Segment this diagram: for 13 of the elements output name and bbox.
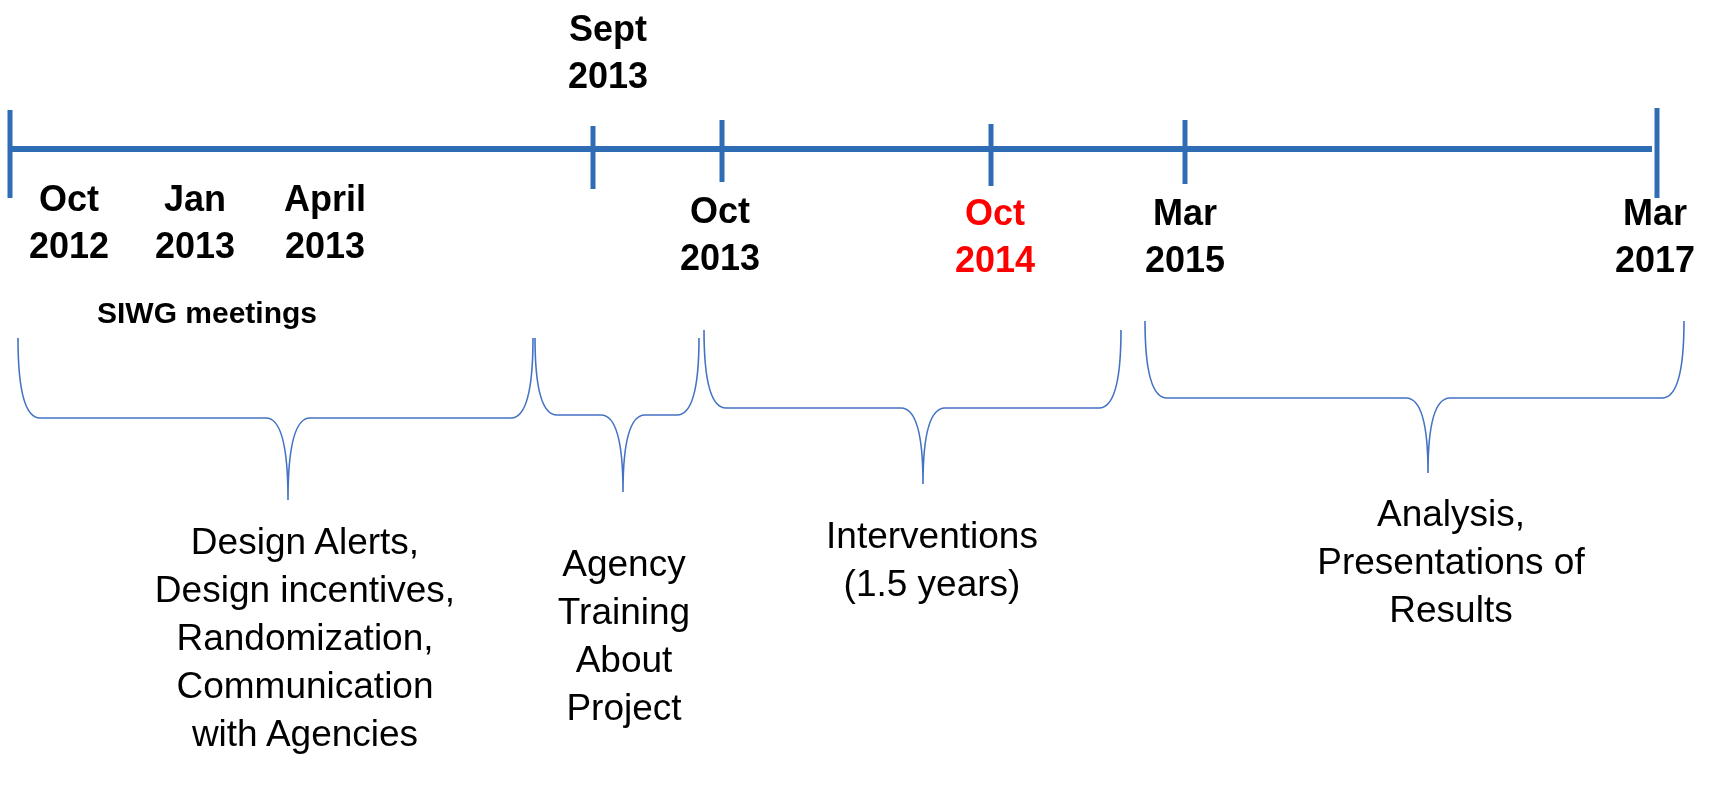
date-label: Mar 2017 xyxy=(1613,191,1697,282)
meeting-note: SIWG meetings xyxy=(95,295,318,331)
phase-description: Interventions (1.5 years) xyxy=(825,514,1039,607)
date-label: Oct 2013 xyxy=(678,189,762,280)
date-label: Mar 2015 xyxy=(1143,191,1227,282)
date-label: Oct 2012 xyxy=(27,177,111,268)
date-label: Sept 2013 xyxy=(566,7,650,98)
date-label: Oct 2014 xyxy=(953,191,1037,282)
date-label: Jan 2013 xyxy=(153,177,237,268)
phase-description: Analysis, Presentations of Results xyxy=(1316,492,1586,633)
phase-description: Design Alerts, Design incentives, Randomization, Communication with Agencies xyxy=(153,520,457,757)
phase-description: Agency Training About Project xyxy=(556,542,692,731)
date-label: April 2013 xyxy=(283,177,367,268)
